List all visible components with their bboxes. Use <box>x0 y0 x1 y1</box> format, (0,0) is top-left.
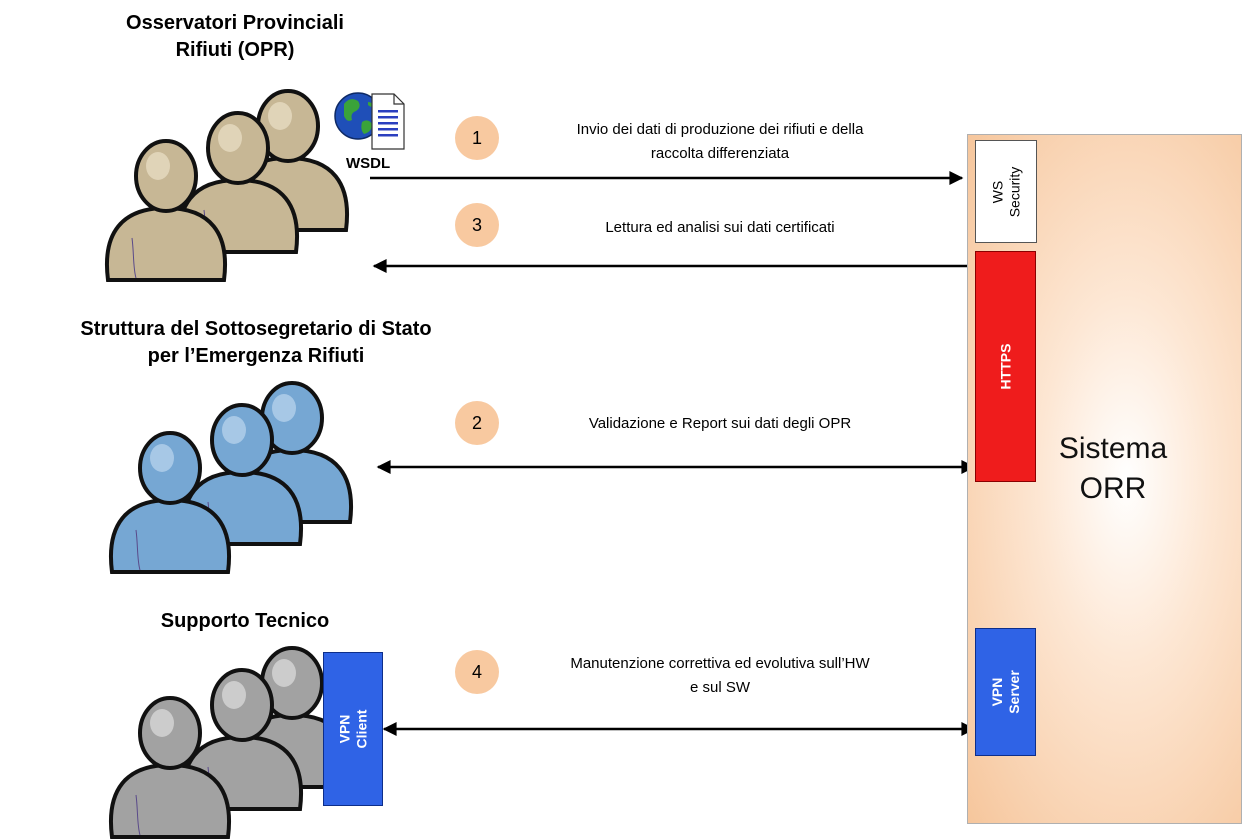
ws-security-block: WS Security <box>975 140 1037 243</box>
supporto-title: Supporto Tecnico <box>160 610 330 632</box>
step-badge-3: 3 <box>455 203 499 247</box>
person-figure <box>105 139 227 282</box>
vpn-client-label: VPN Client <box>335 709 369 749</box>
https-label: HTTPS <box>996 343 1013 390</box>
person-figure <box>109 431 231 574</box>
flow-text-3: Lettura ed analisi sui dati certificati <box>605 219 835 236</box>
sistema-orr-label: Sistema ORR <box>1058 432 1168 505</box>
https-block: HTTPS <box>975 251 1036 482</box>
flow-text-2: Validazione e Report sui dati degli OPR <box>588 415 852 432</box>
struttura-people-icon <box>109 381 353 574</box>
step-badge-4: 4 <box>455 650 499 694</box>
opr-people-icon <box>105 89 349 282</box>
struttura-title: Struttura del Sottosegretario di Stato p… <box>80 318 432 367</box>
person-figure <box>109 696 231 839</box>
step-badge-2: 2 <box>455 401 499 445</box>
vpn-server-label: VPN Server <box>988 670 1022 714</box>
vpn-client-block: VPN Client <box>323 652 383 806</box>
opr-title: Osservatori Provinciali Rifiuti (OPR) <box>126 12 344 61</box>
step-badge-1: 1 <box>455 116 499 160</box>
vpn-server-block: VPN Server <box>975 628 1036 756</box>
flow-text-1: Invio dei dati di produzione dei rifiuti… <box>576 121 864 162</box>
ws-security-label: WS Security <box>988 166 1022 217</box>
wsdl-label: WSDL <box>346 155 391 172</box>
supporto-people-icon <box>109 646 353 839</box>
flow-text-4: Manutenzione correttiva ed evolutiva sul… <box>570 655 870 696</box>
globe-document-icon <box>334 92 405 150</box>
